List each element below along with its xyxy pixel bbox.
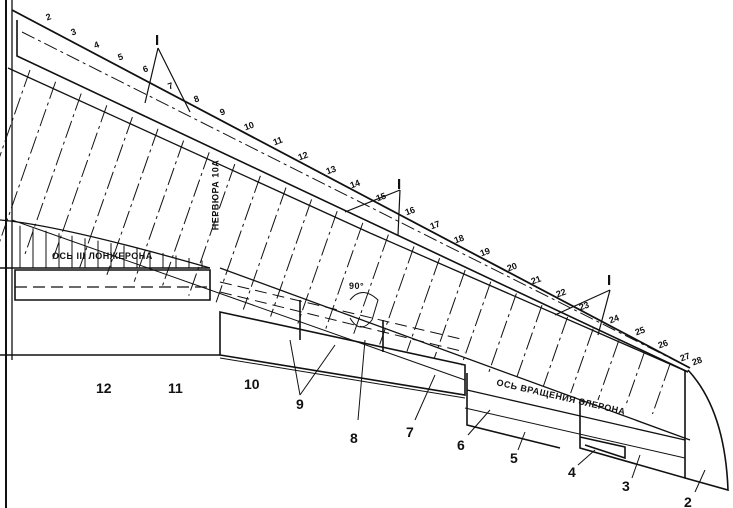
rib-line	[188, 163, 236, 296]
rib-line	[515, 305, 543, 380]
aileron-outline	[466, 373, 626, 460]
rib-line	[570, 328, 594, 394]
callout-label: I	[155, 32, 160, 49]
part-number: 3	[622, 478, 630, 494]
part-number: 2	[684, 494, 692, 508]
angle-mark	[349, 292, 379, 328]
rib-line	[542, 316, 569, 387]
rib-line	[379, 246, 415, 345]
front-spar-strip	[16, 20, 689, 373]
rib-line	[624, 352, 645, 408]
leading-edge	[11, 9, 691, 369]
part-11-box	[14, 269, 211, 301]
rib-10a-label: НЕРВЮРА 10А	[210, 159, 221, 231]
rib-line	[488, 293, 517, 373]
aileron-outer	[579, 370, 686, 480]
rib-line	[461, 281, 492, 366]
rib-line	[597, 340, 620, 401]
part-number: 12	[96, 380, 112, 396]
hinge-line	[219, 267, 691, 441]
rib-line	[242, 187, 287, 310]
part-number: 10	[244, 376, 260, 392]
rear-spar-axis-label: ОСЬ III ЛОНЖЕРОНА	[52, 251, 153, 261]
rib-line	[0, 69, 31, 158]
callout-label: I	[397, 176, 402, 193]
part-number: 9	[296, 396, 304, 412]
rib-line	[406, 257, 441, 352]
diagonal-line	[11, 219, 466, 381]
angle-label: 90°	[349, 281, 365, 291]
aileron-axis-line	[466, 389, 686, 441]
rib-line	[351, 234, 389, 338]
part-number: 4	[568, 464, 576, 480]
rib-line	[160, 152, 210, 289]
callout-label: I	[607, 272, 612, 289]
rib-line	[106, 128, 159, 275]
part-number: 6	[457, 437, 465, 453]
rib-line	[297, 210, 338, 324]
rib-line	[652, 363, 671, 415]
part-number: 5	[510, 450, 518, 466]
part-number: 7	[406, 424, 414, 440]
part-number: 8	[350, 430, 358, 446]
rib-line	[0, 81, 57, 243]
ribs	[0, 69, 671, 415]
rib-line	[133, 140, 185, 282]
rib-line	[79, 116, 133, 269]
rib-line	[270, 199, 313, 317]
rib-line	[51, 105, 108, 262]
wing-tip	[684, 369, 729, 492]
rib-line	[215, 175, 261, 303]
part-number: 11	[168, 380, 183, 396]
rib-line	[433, 269, 466, 359]
front-spar-line	[7, 67, 371, 234]
rib-line	[324, 222, 364, 331]
